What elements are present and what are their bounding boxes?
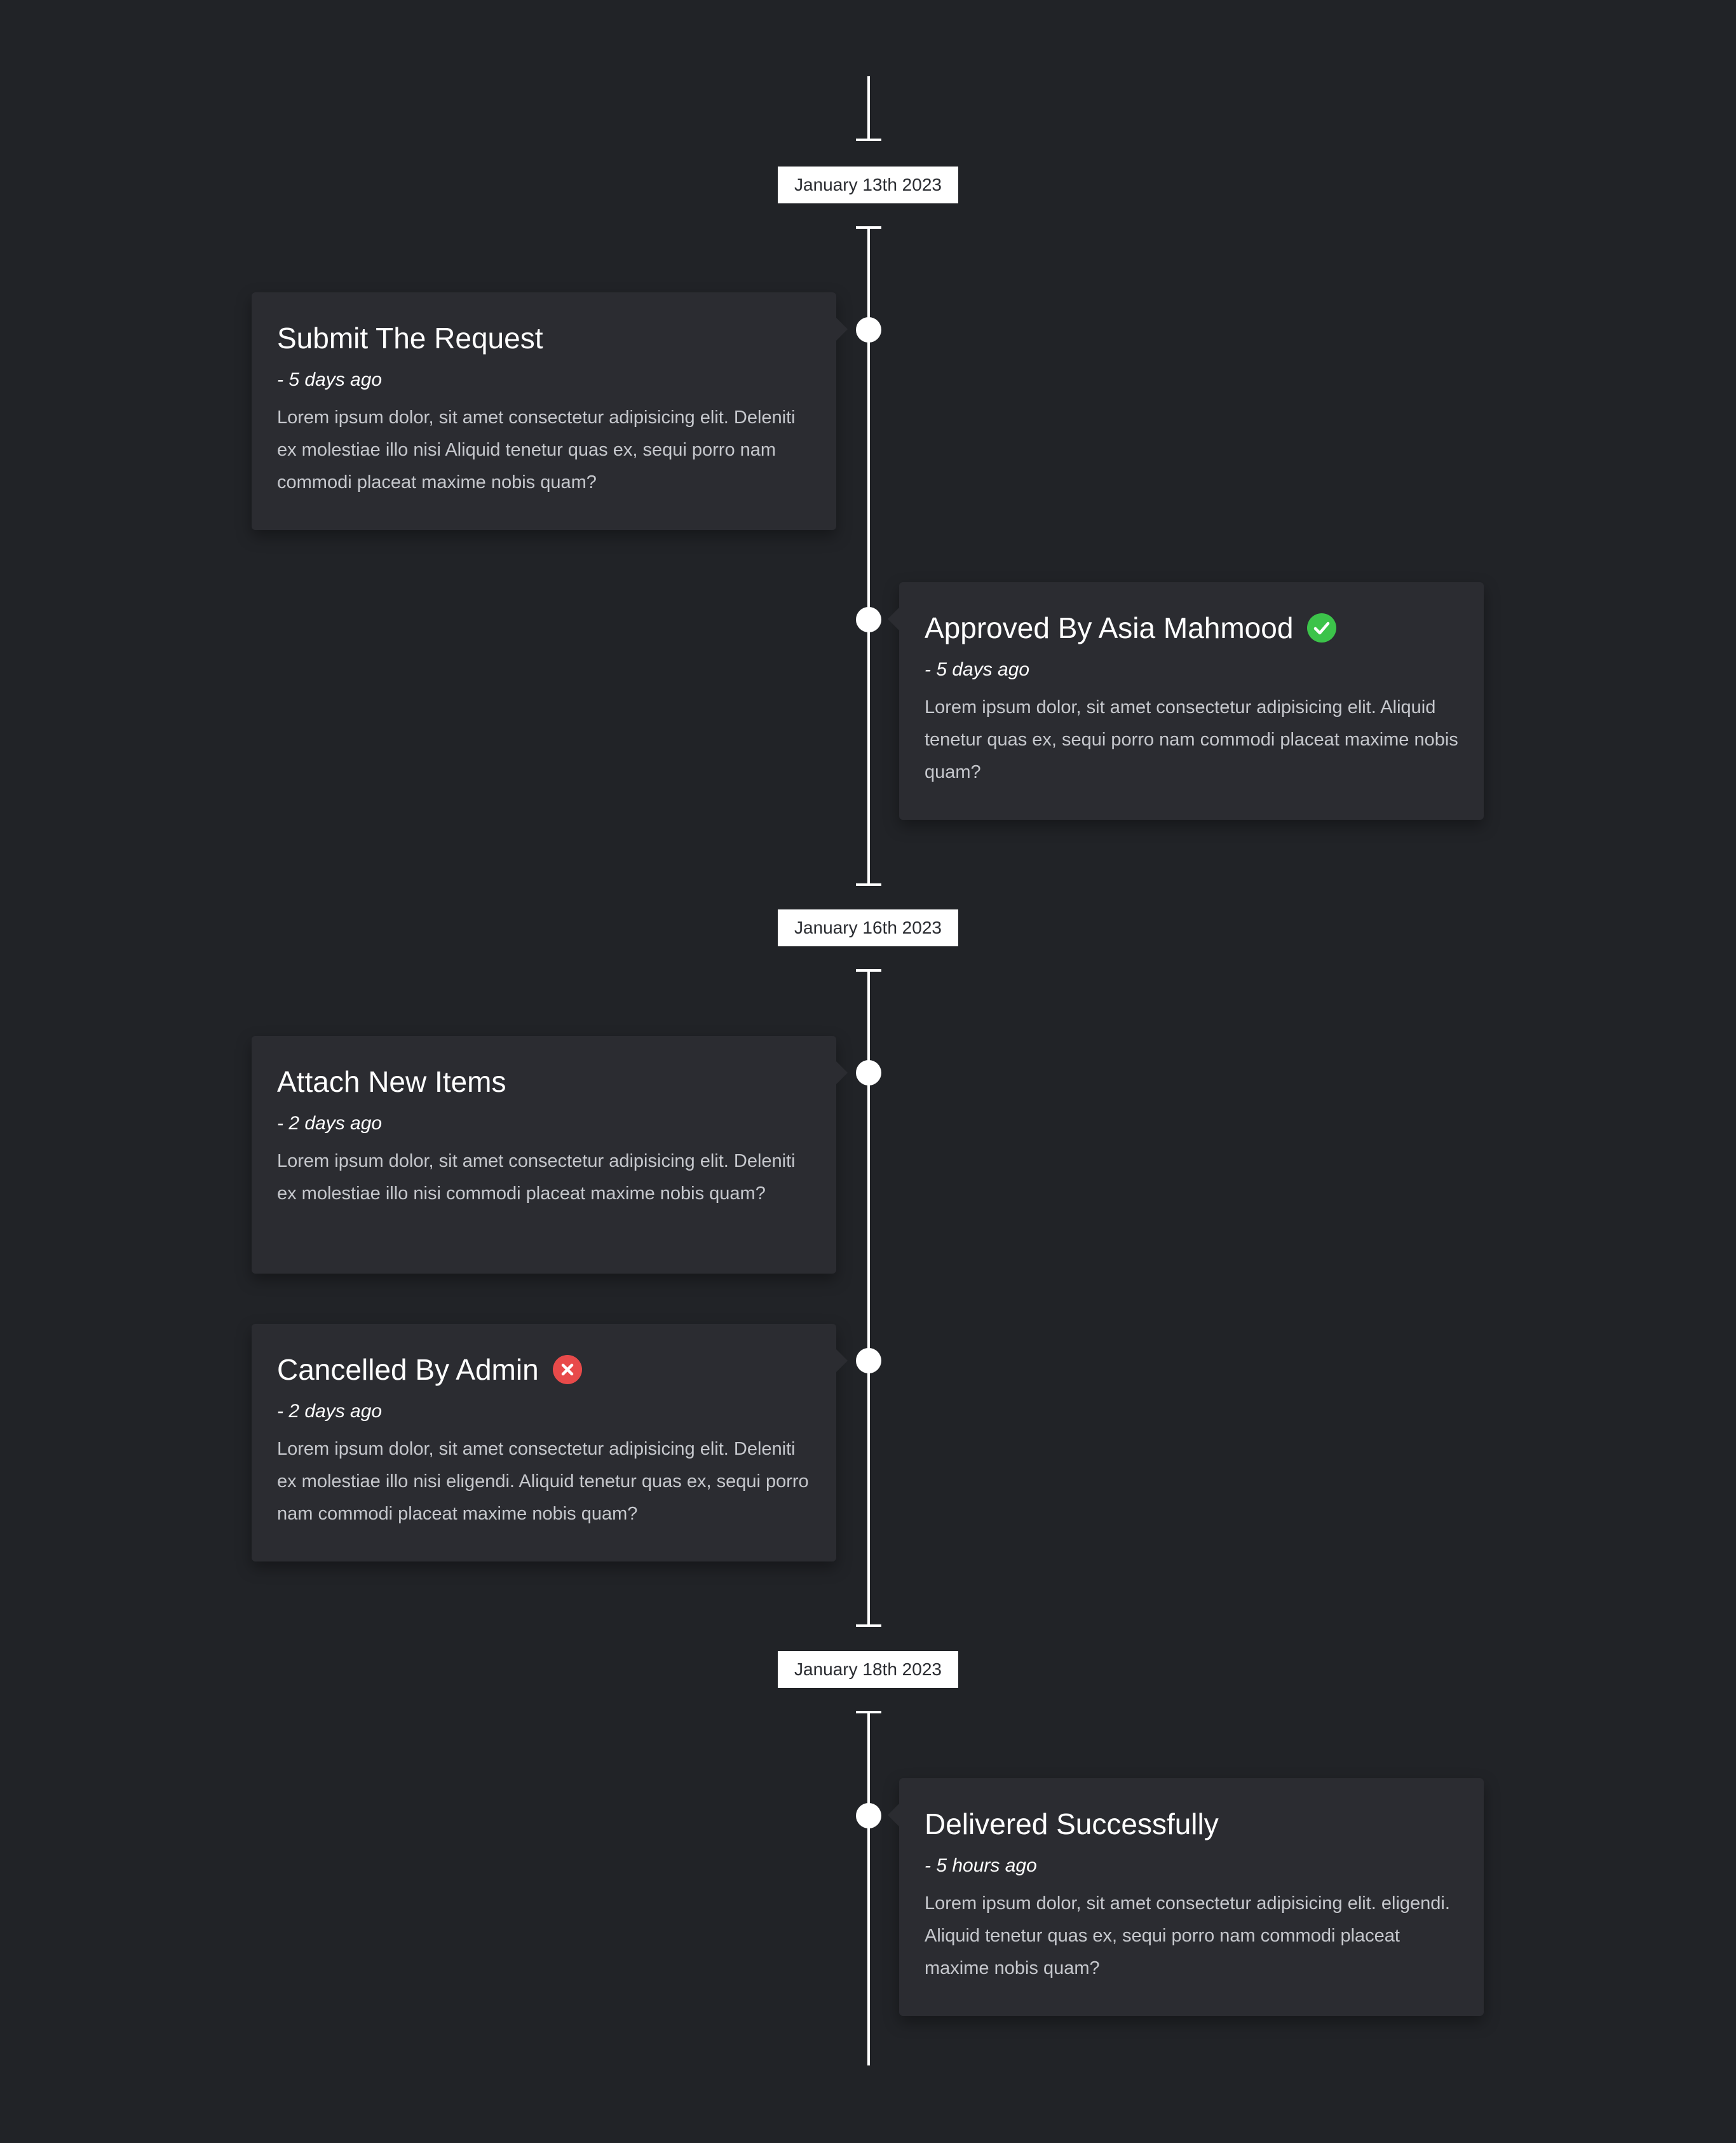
timeline-card: Cancelled By Admin - 2 days ago Lorem ip… (252, 1324, 848, 1561)
date-label: January 13th 2023 (778, 167, 958, 203)
timeline-cap (856, 139, 881, 141)
timeline-card: Submit The Request - 5 days ago Lorem ip… (252, 292, 848, 530)
date-label: January 18th 2023 (778, 1651, 958, 1688)
timeline-card: Attach New Items - 2 days ago Lorem ipsu… (252, 1036, 848, 1274)
event-time: - 2 days ago (277, 1113, 383, 1134)
event-title: Approved By Asia Mahmood (925, 611, 1294, 644)
timeline-dot (856, 1348, 881, 1373)
timeline-line (867, 1711, 870, 2065)
date-label: January 16th 2023 (778, 909, 958, 946)
event-title: Submit The Request (277, 322, 543, 355)
timeline-dot (856, 1060, 881, 1085)
event-description: Lorem ipsum dolor, sit amet consectetur … (277, 1151, 796, 1204)
event-title: Cancelled By Admin (277, 1353, 539, 1386)
event-time: - 2 days ago (277, 1401, 383, 1422)
event-description: Lorem ipsum dolor, sit amet consectetur … (925, 697, 1458, 782)
x-circle-icon (552, 1355, 582, 1384)
event-time: - 5 days ago (925, 659, 1030, 680)
timeline-card: Delivered Successfully - 5 hours ago Lor… (888, 1778, 1484, 2016)
timeline-dot (856, 317, 881, 343)
event-description: Lorem ipsum dolor, sit amet consectetur … (925, 1893, 1450, 1978)
event-time: - 5 hours ago (925, 1855, 1037, 1876)
timeline-line (867, 226, 870, 886)
event-description: Lorem ipsum dolor, sit amet consectetur … (277, 1439, 809, 1524)
timeline-cap (856, 1624, 881, 1627)
event-description: Lorem ipsum dolor, sit amet consectetur … (277, 407, 796, 493)
timeline-line (867, 969, 870, 1627)
timeline-cap (856, 883, 881, 886)
event-title: Attach New Items (277, 1065, 506, 1098)
check-circle-icon (1307, 613, 1337, 643)
timeline-dot (856, 607, 881, 632)
timeline-dot (856, 1803, 881, 1828)
timeline-line-top (867, 76, 870, 141)
event-title: Delivered Successfully (925, 1807, 1219, 1840)
event-time: - 5 days ago (277, 369, 383, 390)
timeline-card: Approved By Asia Mahmood - 5 days ago Lo… (888, 582, 1484, 820)
